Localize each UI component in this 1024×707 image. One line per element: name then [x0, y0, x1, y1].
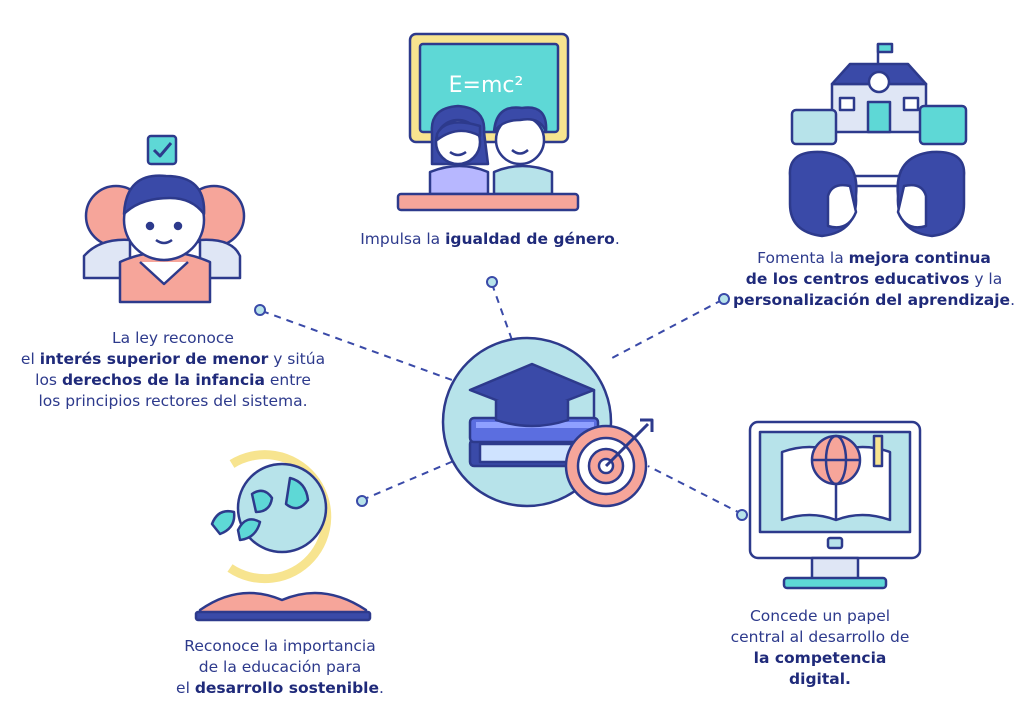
globe-book-sprout-icon: [194, 450, 372, 622]
caption-segment: .: [614, 230, 620, 248]
caption-segment: interés superior de menor: [39, 350, 269, 368]
caption-segment: Impulsa la: [360, 230, 446, 248]
connectors: [261, 283, 743, 515]
caption-digital-competence: Concede un papel central al desarrollo de…: [700, 606, 940, 690]
caption-segment: igualdad de género: [445, 230, 615, 248]
dot-bottom-left: [356, 495, 368, 507]
connector-bottom-left: [361, 459, 457, 501]
connector-dots: [254, 276, 748, 521]
dot-left: [254, 304, 266, 316]
caption-segment: el: [176, 679, 195, 697]
caption-segment: de la educación para: [198, 658, 362, 676]
caption-segment: los principios rectores del sistema.: [38, 392, 308, 410]
caption-child-rights: La ley reconoce el interés superior de me…: [0, 328, 346, 412]
caption-segment: el: [20, 350, 40, 368]
dot-bottom-right: [736, 509, 748, 521]
connector-top: [491, 283, 513, 341]
dot-top: [486, 276, 498, 288]
caption-segment: personalización del aprendizaje: [732, 291, 1011, 309]
school-dialogue-icon: [788, 42, 968, 238]
monitor-ebook-icon: [748, 420, 922, 590]
caption-segment: central al desarrollo de: [730, 628, 910, 646]
caption-segment: y la: [969, 270, 1003, 288]
caption-segment: digital.: [789, 670, 851, 688]
caption-segment: mejora continua: [848, 249, 991, 267]
caption-segment: Concede un papel: [749, 607, 891, 625]
caption-segment: derechos de la infancia: [61, 371, 265, 389]
caption-continuous-improvement: Fomenta la mejora continua de los centros…: [726, 248, 1022, 311]
caption-segment: entre: [264, 371, 311, 389]
graduation-cap-books-target-icon: [441, 336, 654, 508]
caption-segment: la competencia: [753, 649, 887, 667]
caption-segment: .: [1010, 291, 1016, 309]
chalkboard-formula: E=mc²: [449, 73, 524, 98]
caption-segment: .: [379, 679, 384, 697]
caption-segment: los: [35, 371, 62, 389]
caption-segment: La ley reconoce: [112, 329, 234, 347]
caption-segment: y sitúa: [268, 350, 326, 368]
connector-bottom-right: [647, 465, 743, 515]
dot-right: [718, 293, 730, 305]
caption-segment: Reconoce la importancia: [184, 637, 376, 655]
child-checkmark-icon: [82, 134, 246, 304]
students-chalkboard-icon: E=mc²: [396, 32, 580, 212]
caption-segment: Fomenta la: [757, 249, 849, 267]
caption-segment: desarrollo sostenible: [194, 679, 380, 697]
caption-segment: de los centros educativos: [745, 270, 970, 288]
connector-right: [611, 299, 723, 359]
caption-gender-equality: Impulsa la igualdad de género.: [330, 229, 650, 250]
caption-sustainable-development: Reconoce la importancia de la educación p…: [150, 636, 410, 699]
